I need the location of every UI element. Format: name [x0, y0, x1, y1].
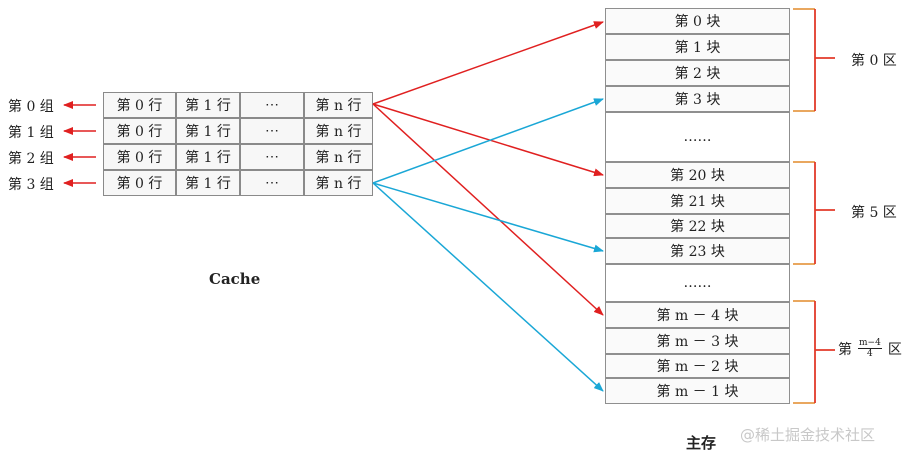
memory-block: 第 2 块: [605, 60, 790, 86]
memory-block: 第 3 块: [605, 86, 790, 112]
mapping-arrow-blue: [372, 182, 604, 253]
cache-cell: 第 1 行: [176, 118, 240, 144]
cache-cell: 第 n 行: [304, 92, 373, 118]
memory-block: 第 m － 2 块: [605, 354, 790, 378]
cache-cell: 第 0 行: [103, 144, 176, 170]
region-label-last: 第 m−4 4 区: [838, 338, 902, 359]
mapping-arrow-red: [372, 21, 604, 105]
region-label-5: 第 5 区: [851, 205, 897, 221]
mapping-arrow-red: [372, 103, 604, 177]
group-label-1: 第 1 组: [8, 125, 54, 141]
watermark: @稀土掘金技术社区: [740, 426, 876, 444]
memory-block: 第 m － 1 块: [605, 378, 790, 404]
cache-cell: ⋯: [240, 170, 304, 196]
memory-ellipsis: ……: [605, 112, 790, 162]
cache-cell: ⋯: [240, 92, 304, 118]
region-bracket-last: [793, 300, 835, 404]
cache-cell: ⋯: [240, 144, 304, 170]
memory-block: 第 21 块: [605, 188, 790, 214]
group-label-0: 第 0 组: [8, 99, 54, 115]
cache-cell: 第 0 行: [103, 170, 176, 196]
region-label-0: 第 0 区: [851, 53, 897, 69]
memory-block: 第 0 块: [605, 8, 790, 34]
cache-cell: 第 1 行: [176, 144, 240, 170]
mapping-arrow-blue: [372, 182, 604, 392]
memory-block: 第 20 块: [605, 162, 790, 188]
group-label-2: 第 2 组: [8, 151, 54, 167]
mapping-arrow-red: [372, 103, 604, 316]
region-fraction: m−4 4: [858, 338, 882, 359]
region-fraction-denominator: 4: [867, 349, 873, 359]
memory-ellipsis: ……: [605, 264, 790, 302]
mapping-arrow-blue: [372, 98, 604, 184]
memory-block: 第 m － 3 块: [605, 328, 790, 354]
cache-cell: 第 n 行: [304, 144, 373, 170]
cache-cell: 第 0 行: [103, 118, 176, 144]
region-fraction-numerator: m−4: [858, 338, 882, 349]
cache-cell: ⋯: [240, 118, 304, 144]
memory-block: 第 23 块: [605, 238, 790, 264]
cache-cell: 第 1 行: [176, 170, 240, 196]
cache-cell: 第 0 行: [103, 92, 176, 118]
group-label-3: 第 3 组: [8, 177, 54, 193]
cache-caption: Cache: [209, 270, 261, 288]
cache-cell: 第 n 行: [304, 118, 373, 144]
region-bracket-0: [793, 8, 835, 112]
region-bracket-5: [793, 161, 835, 265]
region-label-suffix: 区: [887, 341, 902, 358]
region-label-prefix: 第: [838, 341, 852, 358]
memory-caption: 主存: [686, 434, 717, 452]
memory-block: 第 22 块: [605, 214, 790, 238]
cache-cell: 第 n 行: [304, 170, 373, 196]
memory-block: 第 1 块: [605, 34, 790, 60]
cache-cell: 第 1 行: [176, 92, 240, 118]
memory-block: 第 m － 4 块: [605, 302, 790, 328]
